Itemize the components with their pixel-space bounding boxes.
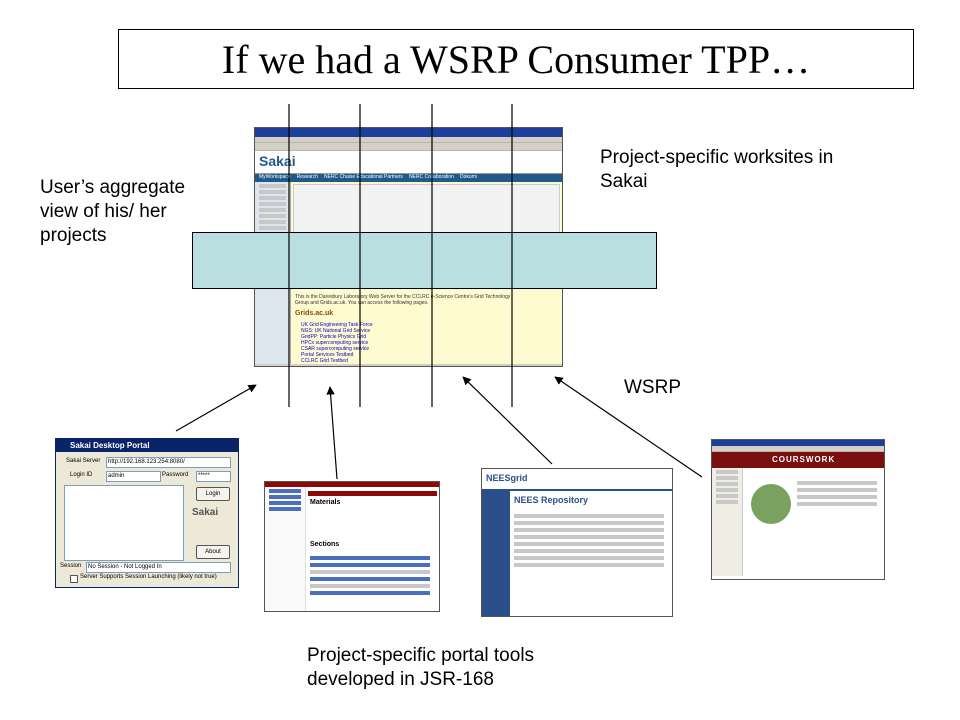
arrow-materials-to-sakai — [326, 386, 338, 480]
aggregate-view-line: User’s aggregate — [40, 177, 186, 198]
sakai-nav-tabs: MyWorkspace Research NERC Chaise Educati… — [255, 174, 562, 182]
browser-statusbar — [255, 364, 562, 366]
coursework-logo: COURSWORK — [772, 455, 836, 464]
desktop-portal-titlebar: Sakai Desktop Portal — [56, 439, 238, 452]
grids-link[interactable]: NGS: UK National Grid Service — [301, 328, 371, 334]
sections-heading: Sections — [310, 541, 340, 548]
login-button[interactable]: Login — [196, 487, 230, 501]
materials-sidebar — [265, 487, 306, 611]
coursework-header: COURSWORK — [712, 452, 884, 468]
server-input[interactable]: http://192.168.123.254:8080/ — [106, 457, 231, 468]
arrow-nees-to-sakai — [462, 376, 553, 465]
password-label: Password — [162, 472, 189, 478]
browser-menubar — [712, 446, 884, 452]
nees-sidebar — [482, 491, 510, 616]
sakai-nav-tab[interactable]: NERC Chaise Educational Partners — [324, 174, 403, 180]
password-input[interactable]: ***** — [196, 471, 231, 482]
materials-body: Materials Sections — [265, 487, 439, 611]
sakai-nav-tab[interactable]: Research — [296, 174, 318, 180]
portal-tools-line: Project-specific portal tools — [307, 645, 535, 666]
portal-tools-label: Project-specific portal tools developed … — [307, 644, 534, 692]
grids-link[interactable]: GridPP: Particle Physics Grid — [301, 334, 367, 340]
aggregate-view-line: view of his/ her — [40, 201, 167, 222]
browser-menubar — [255, 137, 562, 143]
nees-header: NEESgrid — [482, 469, 672, 491]
materials-bar — [308, 491, 437, 496]
coursework-content — [743, 468, 884, 576]
grids-link-list: UK Grid Engineering Task Force NGS: UK N… — [301, 322, 373, 364]
login-id-label: Login ID — [70, 472, 93, 478]
browser-titlebar — [712, 440, 884, 446]
sakai-nav-tab[interactable]: NERC Collaboration — [408, 174, 454, 180]
session-list[interactable] — [64, 485, 184, 561]
grids-link[interactable]: Portal Services Testbed — [301, 352, 354, 358]
nees-content: NEES Repository — [510, 491, 672, 616]
slide-title: If we had a WSRP Consumer TPP… — [221, 36, 811, 82]
session-label: Session — [60, 563, 82, 569]
wsrp-label: WSRP — [624, 377, 681, 398]
grids-link[interactable]: CSAR supercomputing service — [301, 346, 370, 352]
nees-body: NEES Repository — [482, 491, 672, 616]
browser-toolbar — [255, 143, 562, 151]
grids-link[interactable]: UK Grid Engineering Task Force — [301, 322, 373, 328]
nees-repository-screenshot: NEESgrid NEES Repository — [481, 468, 673, 617]
aggregate-overlay-bar — [192, 232, 657, 289]
coursework-screenshot: COURSWORK — [711, 439, 885, 580]
materials-header — [265, 482, 439, 487]
coursework-sidebar — [712, 468, 743, 576]
sakai-logo: Sakai — [192, 507, 219, 518]
materials-content: Materials Sections — [306, 487, 439, 611]
materials-heading: Materials — [310, 499, 341, 506]
arrow-desktop-to-sakai — [175, 384, 257, 432]
login-id-input[interactable]: admin — [106, 471, 161, 482]
worksites-line: Sakai — [600, 171, 648, 192]
grids-heading: Grids.ac.uk — [295, 310, 334, 317]
sakai-nav-tab[interactable]: Dokumi — [459, 174, 477, 180]
server-label: Sakai Server — [66, 458, 101, 464]
desktop-portal-window: Sakai Desktop Portal Sakai Server http:/… — [55, 438, 239, 588]
browser-titlebar — [255, 128, 562, 137]
portal-tools-line: developed in JSR-168 — [307, 669, 494, 690]
grids-link[interactable]: HPCx supercomputing service — [301, 340, 369, 346]
desktop-portal-title: Sakai Desktop Portal — [70, 441, 150, 450]
session-launch-label: Server Supports Session Launching (likel… — [80, 574, 217, 580]
coursework-text — [797, 478, 877, 509]
about-button[interactable]: About — [196, 545, 230, 559]
worksites-line: Project-specific worksites in — [600, 147, 834, 168]
protein-structure-image — [751, 484, 791, 524]
session-launch-checkbox[interactable] — [70, 575, 78, 583]
title-box: If we had a WSRP Consumer TPP… — [118, 29, 914, 89]
worksites-label: Project-specific worksites in Sakai — [600, 146, 833, 194]
session-status-field: No Session - Not Logged In — [86, 562, 231, 573]
aggregate-view-line: projects — [40, 225, 107, 246]
sakai-intro-text: This is the Daresbury Laboratory Web Ser… — [295, 294, 511, 306]
sakai-logo: Sakai — [259, 153, 296, 169]
nees-item-list — [514, 511, 664, 570]
nees-heading: NEES Repository — [514, 495, 589, 505]
aggregate-view-label: User’s aggregate view of his/ her projec… — [40, 176, 185, 248]
sakai-header: Sakai — [255, 151, 562, 174]
grids-link[interactable]: CCLRC Grid Testbed — [301, 358, 348, 364]
nees-logo: NEESgrid — [486, 473, 528, 483]
coursework-body — [712, 468, 884, 576]
sakai-nav-tab[interactable]: MyWorkspace — [259, 174, 291, 180]
materials-tool-screenshot: Materials Sections — [264, 481, 440, 612]
materials-item-list — [310, 553, 430, 598]
